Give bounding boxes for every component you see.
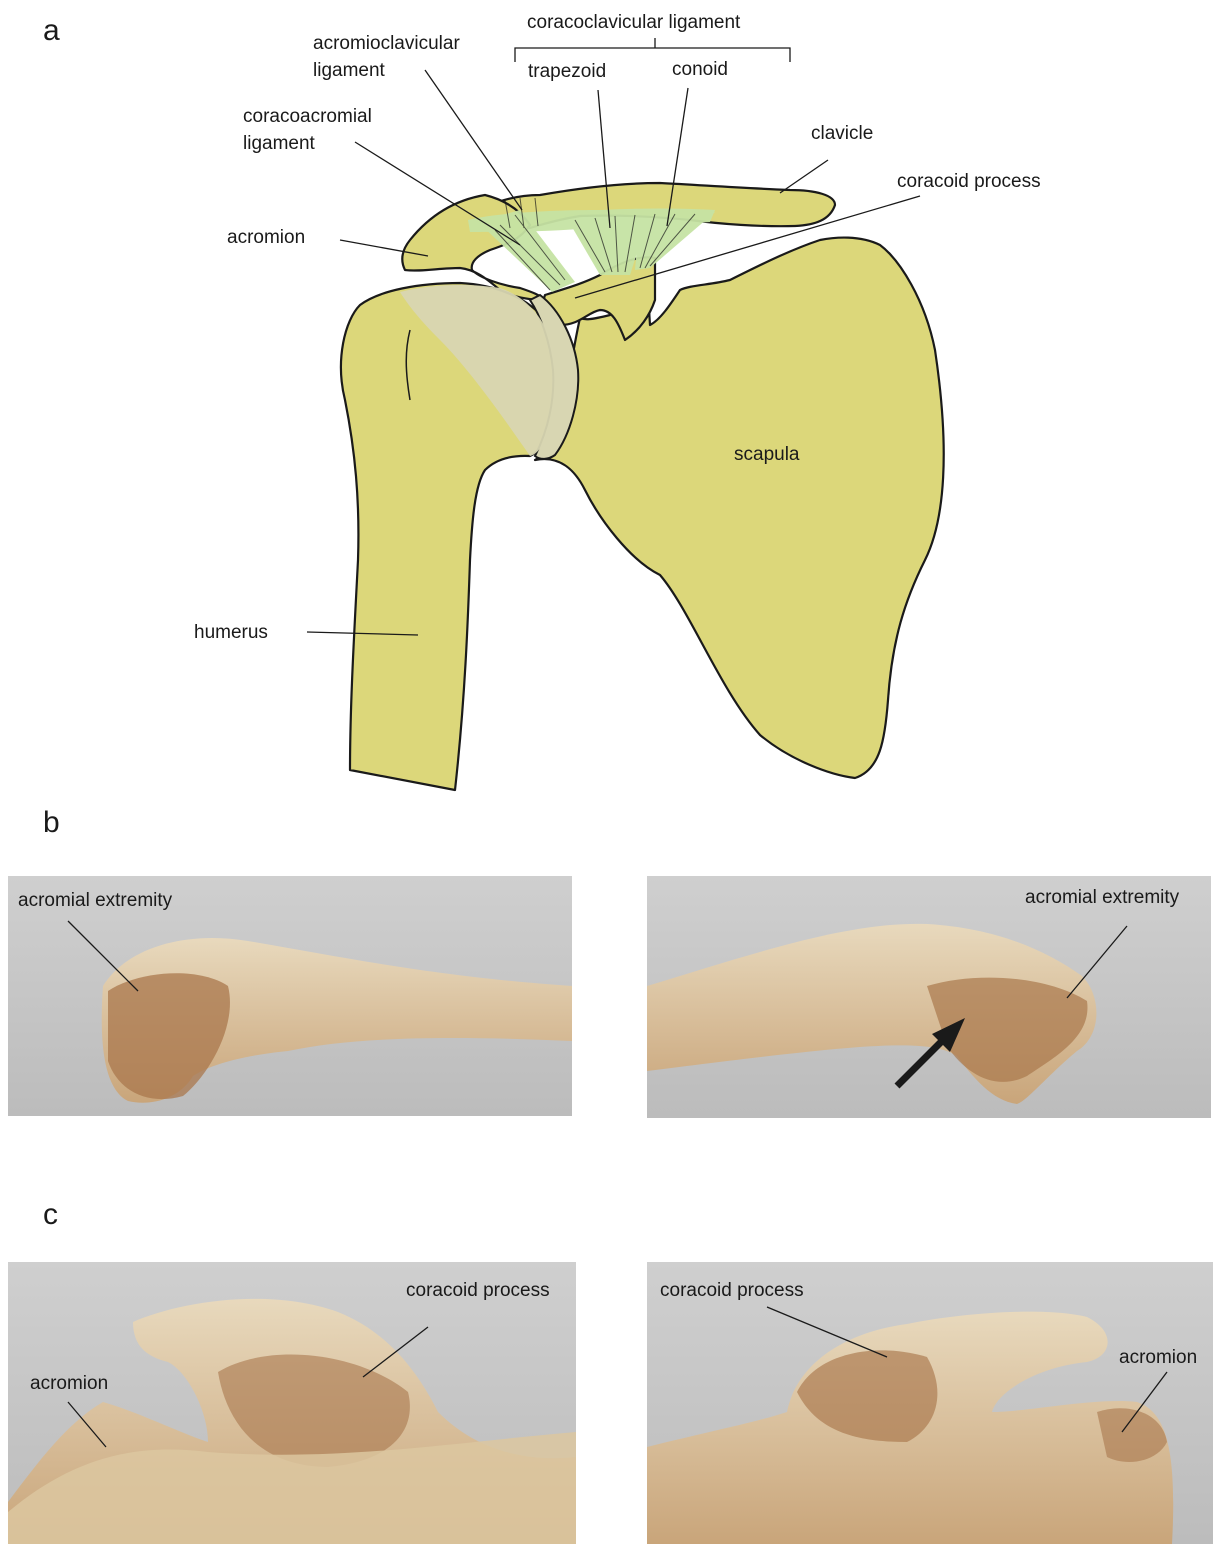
label-c-right-coracoid: coracoid process (660, 1280, 804, 1301)
label-coracoid-process: coracoid process (897, 171, 1041, 192)
label-coracoacromial-1: coracoacromial (243, 106, 372, 127)
label-humerus: humerus (194, 622, 268, 643)
label-scapula: scapula (734, 444, 800, 465)
panel-letter-b: b (43, 806, 60, 840)
label-coracoacromial-2: ligament (243, 133, 316, 154)
coracoclavicular-bracket (515, 38, 790, 62)
photo-b-left: acromial extremity (8, 876, 572, 1116)
label-acromioclavicular-1: acromioclavicular (313, 33, 460, 54)
label-b-left-acromial: acromial extremity (18, 890, 173, 911)
photo-c-left: coracoid process acromion (8, 1262, 576, 1544)
photo-c-right: coracoid process acromion (647, 1262, 1213, 1544)
scapula-shape (535, 238, 944, 778)
label-c-right-acromion: acromion (1119, 1347, 1197, 1368)
label-c-left-coracoid: coracoid process (406, 1280, 550, 1301)
label-trapezoid: trapezoid (528, 61, 606, 82)
label-c-left-acromion: acromion (30, 1373, 108, 1394)
shoulder-diagram: coracoclavicular ligament trapezoid cono… (0, 0, 1219, 800)
label-clavicle: clavicle (811, 123, 873, 144)
label-conoid: conoid (672, 59, 728, 80)
label-b-right-acromial: acromial extremity (1025, 887, 1180, 908)
label-acromion: acromion (227, 227, 305, 248)
panel-letter-c: c (43, 1198, 58, 1232)
label-coracoclavicular: coracoclavicular ligament (527, 12, 741, 33)
label-acromioclavicular-2: ligament (313, 60, 386, 81)
photo-b-right: acromial extremity (647, 876, 1211, 1118)
conoid-ligament (635, 210, 715, 270)
